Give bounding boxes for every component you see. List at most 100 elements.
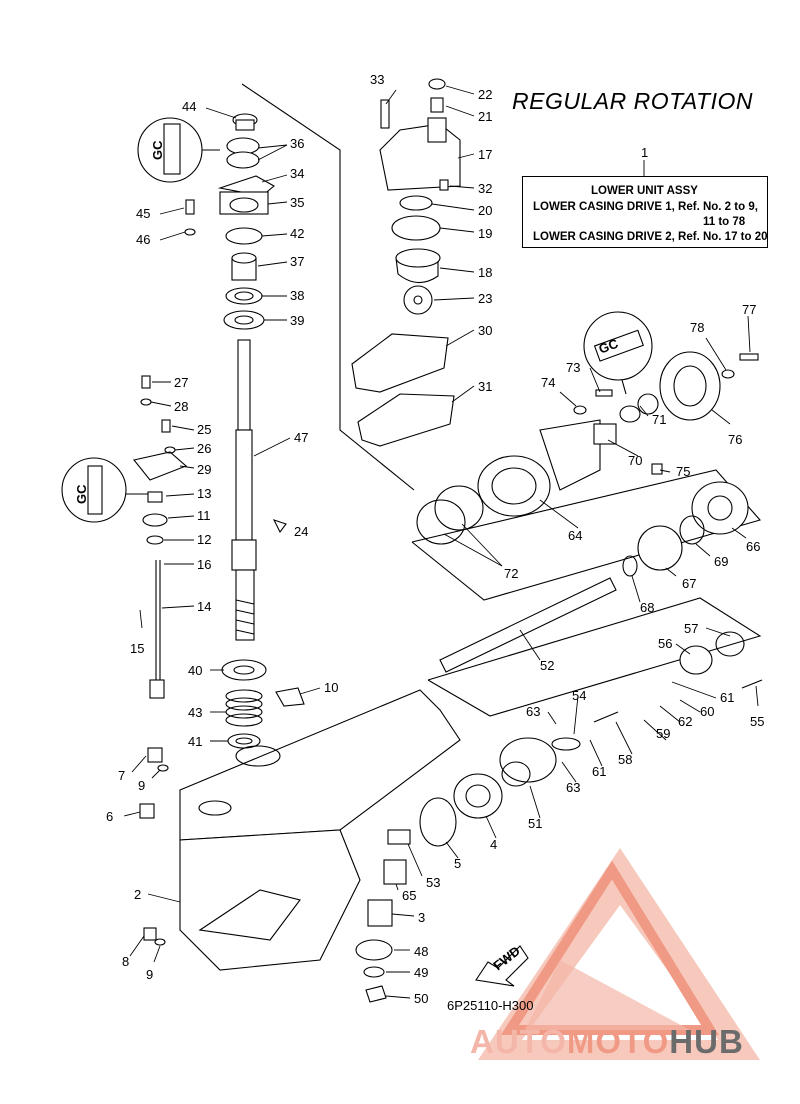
callout: 17 — [478, 147, 492, 162]
callout: 72 — [504, 566, 518, 581]
callout: 39 — [290, 313, 304, 328]
callout: 14 — [197, 599, 211, 614]
callout: 76 — [728, 432, 742, 447]
group-line-propshaft — [427, 597, 762, 717]
callout: 53 — [426, 875, 440, 890]
callout: 49 — [414, 965, 428, 980]
assembly-line-2: 11 to 78 — [703, 216, 746, 228]
assembly-line-1: LOWER CASING DRIVE 1, Ref. No. 2 to 9, — [533, 201, 758, 213]
callout-numbers: 44 36 34 35 45 46 42 37 38 39 27 28 25 2… — [106, 72, 764, 1006]
callout: 63 — [566, 780, 580, 795]
watermark-logo — [478, 848, 760, 1060]
callout: 9 — [146, 967, 153, 982]
spring-43 — [225, 689, 263, 727]
callout: 66 — [746, 539, 760, 554]
callout: 47 — [294, 430, 308, 445]
callout: 61 — [720, 690, 734, 705]
watermark-part-2: MOTO — [566, 1023, 670, 1060]
lower-casing — [179, 689, 461, 971]
callout: 63 — [526, 704, 540, 719]
callout: 9 — [138, 778, 145, 793]
callout: 23 — [478, 291, 492, 306]
assembly-ref: 1 — [641, 145, 649, 160]
sealant-label: GC — [150, 140, 165, 160]
callout: 60 — [700, 704, 714, 719]
callout: 22 — [478, 87, 492, 102]
callout: 28 — [174, 399, 188, 414]
callout: 25 — [197, 422, 211, 437]
leader-lines — [123, 85, 759, 999]
callout: 70 — [628, 453, 642, 468]
callout: 33 — [370, 72, 384, 87]
callout: 24 — [294, 524, 308, 539]
callout: 34 — [290, 166, 304, 181]
callout: 59 — [656, 726, 670, 741]
callout: 8 — [122, 954, 129, 969]
callout: 2 — [134, 887, 141, 902]
callout: 46 — [136, 232, 150, 247]
callout: 30 — [478, 323, 492, 338]
callout: 78 — [690, 320, 704, 335]
callout: 68 — [640, 600, 654, 615]
callout: 37 — [290, 254, 304, 269]
callout: 62 — [678, 714, 692, 729]
callout: 65 — [402, 888, 416, 903]
callout: 19 — [478, 226, 492, 241]
fwd-arrow — [475, 945, 529, 987]
callout: 21 — [478, 109, 492, 124]
callout: 6 — [106, 809, 113, 824]
callout: 43 — [188, 705, 202, 720]
callout: 20 — [478, 203, 492, 218]
callout: 27 — [174, 375, 188, 390]
group-line-driveshaft — [241, 83, 415, 491]
callout: 41 — [188, 734, 202, 749]
callout: 54 — [572, 688, 586, 703]
sealant-callout-top — [137, 117, 220, 183]
callout: 29 — [197, 462, 211, 477]
sealant-label: GC — [597, 336, 621, 357]
callout: 5 — [454, 856, 461, 871]
callout: 51 — [528, 816, 542, 831]
callout: 12 — [197, 532, 211, 547]
callout: 26 — [197, 441, 211, 456]
callout: 32 — [478, 181, 492, 196]
watermark-text: AUTOMOTOHUB — [470, 1023, 744, 1061]
callout: 58 — [618, 752, 632, 767]
callout: 31 — [478, 379, 492, 394]
callout: 67 — [682, 576, 696, 591]
callout: 16 — [197, 557, 211, 572]
callout: 15 — [130, 641, 144, 656]
callout: 4 — [490, 837, 497, 852]
callout: 10 — [324, 680, 338, 695]
callout: 73 — [566, 360, 580, 375]
callout: 50 — [414, 991, 428, 1006]
callout: 69 — [714, 554, 728, 569]
callout: 61 — [592, 764, 606, 779]
callout: 18 — [478, 265, 492, 280]
group-line-propeller — [411, 469, 761, 601]
callout: 75 — [676, 464, 690, 479]
callout: 74 — [541, 375, 555, 390]
callout: 52 — [540, 658, 554, 673]
callout: 36 — [290, 136, 304, 151]
assembly-line-3: LOWER CASING DRIVE 2, Ref. No. 17 to 20 — [533, 231, 768, 243]
assembly-heading: LOWER UNIT ASSY — [591, 185, 698, 197]
callout: 40 — [188, 663, 202, 678]
callout: 42 — [290, 226, 304, 241]
callout: 13 — [197, 486, 211, 501]
callout: 38 — [290, 288, 304, 303]
callout: 77 — [742, 302, 756, 317]
watermark-part-1: AUTO — [470, 1023, 567, 1060]
drawing-code: 6P25110-H300 — [447, 998, 534, 1013]
assembly-box: 1 LOWER UNIT ASSY LOWER CASING DRIVE 1, … — [522, 145, 768, 248]
callout: 45 — [136, 206, 150, 221]
callout: 64 — [568, 528, 582, 543]
callout: 3 — [418, 910, 425, 925]
diagram-title: REGULAR ROTATION — [512, 88, 753, 114]
sealant-callout-mid — [61, 457, 148, 523]
callout: 7 — [118, 768, 125, 783]
driveshaft — [231, 339, 257, 641]
callout: 35 — [290, 195, 304, 210]
callout: 71 — [652, 412, 666, 427]
